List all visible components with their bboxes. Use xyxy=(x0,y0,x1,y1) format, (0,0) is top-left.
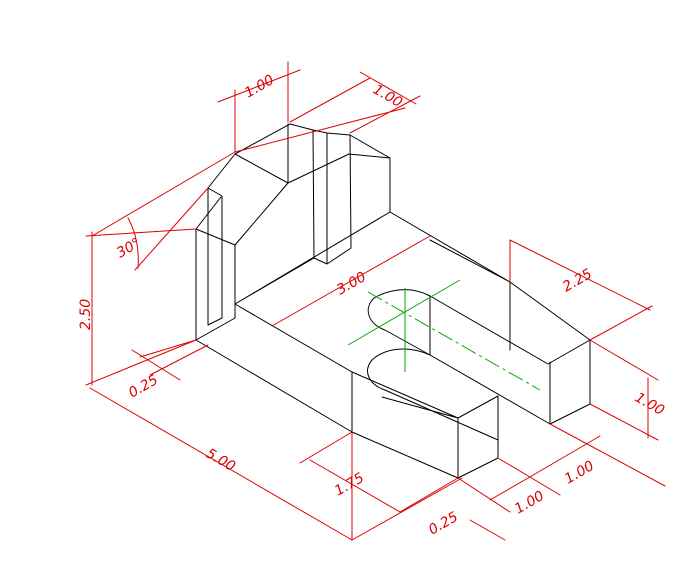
dim-angle: 30° xyxy=(114,235,144,261)
dim-wall-thickness: 0.25 xyxy=(126,372,161,401)
center-line-slot-axis xyxy=(367,291,541,391)
slot-round-end-upper xyxy=(367,289,431,356)
dim-right-width: 2.25 xyxy=(560,266,595,295)
dim-overall-height: 2.50 xyxy=(78,299,94,330)
dim-front-offset: 1.75 xyxy=(332,470,367,499)
slot-edges xyxy=(351,211,591,479)
dimension-lines xyxy=(85,61,666,541)
slot-round-end-lower xyxy=(367,348,499,441)
part-outline xyxy=(195,123,591,479)
dim-front-thickness: 0.25 xyxy=(426,509,461,538)
dimension-labels: 1.00 1.00 30° 2.50 0.25 5.00 3.00 2.25 1… xyxy=(78,72,667,538)
dim-right-height: 1.00 xyxy=(632,390,667,419)
upright-front-face xyxy=(195,228,236,341)
dim-bottom-right-a: 1.00 xyxy=(512,488,547,517)
upright-inner-face xyxy=(207,187,223,326)
upright-top-step xyxy=(195,153,236,230)
center-lines xyxy=(347,279,541,391)
dim-top-height: 1.00 xyxy=(242,72,277,101)
base-left-edges xyxy=(195,211,391,433)
upright-top-chamfer xyxy=(234,123,391,265)
dim-bottom-right-b: 1.00 xyxy=(562,458,597,487)
